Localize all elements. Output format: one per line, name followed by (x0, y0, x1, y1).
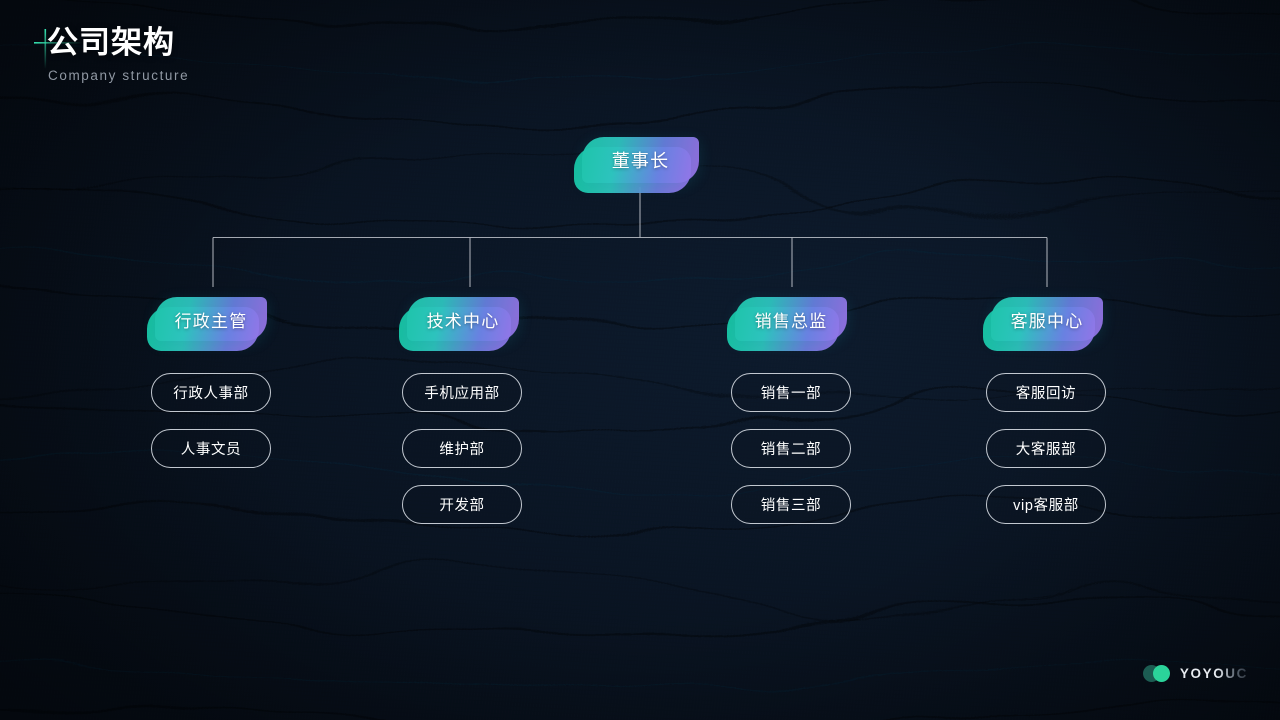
page-title: 公司架构 (47, 25, 175, 60)
org-leaf-label: 维护部 (439, 442, 485, 458)
page-header: 公司架构 Company structure (32, 24, 189, 83)
org-leaf-label: 销售三部 (760, 498, 822, 514)
org-leaf-label: 客服回访 (1015, 386, 1077, 402)
org-leaf-1-2[interactable]: 开发部 (402, 485, 522, 524)
org-node-label: 行政主管 (174, 311, 248, 331)
node-body: 销售总监 (735, 297, 847, 341)
org-node-label: 董事长 (611, 151, 670, 171)
org-node-label: 销售总监 (754, 311, 828, 331)
org-leaf-label: 销售一部 (760, 386, 822, 402)
org-leaf-label: vip客服部 (1013, 498, 1079, 514)
org-leaf-1-0[interactable]: 手机应用部 (402, 373, 522, 412)
org-leaf-2-1[interactable]: 销售二部 (731, 429, 851, 468)
org-node-label: 客服中心 (1010, 311, 1084, 331)
brand-logo: YOYOUC (1142, 665, 1248, 682)
node-body: 董事长 (582, 137, 699, 183)
node-body: 行政主管 (155, 297, 267, 341)
org-leaf-label: 人事文员 (180, 442, 242, 458)
org-leaf-label: 行政人事部 (173, 386, 249, 402)
page-subtitle: Company structure (48, 67, 190, 83)
org-leaf-0-0[interactable]: 行政人事部 (151, 373, 271, 412)
org-leaf-2-0[interactable]: 销售一部 (731, 373, 851, 412)
org-leaf-label: 手机应用部 (424, 386, 500, 402)
org-leaf-label: 大客服部 (1015, 442, 1077, 458)
two-circles-icon (1142, 665, 1171, 682)
node-body: 技术中心 (407, 297, 519, 341)
org-leaf-0-1[interactable]: 人事文员 (151, 429, 271, 468)
org-leaf-label: 销售二部 (760, 442, 822, 458)
org-leaf-2-2[interactable]: 销售三部 (731, 485, 851, 524)
org-leaf-1-1[interactable]: 维护部 (402, 429, 522, 468)
org-leaf-3-0[interactable]: 客服回访 (986, 373, 1106, 412)
logo-circle-right (1152, 665, 1170, 682)
org-leaf-label: 开发部 (439, 498, 485, 514)
org-node-label: 技术中心 (426, 311, 500, 331)
node-body: 客服中心 (991, 297, 1103, 341)
org-leaf-3-1[interactable]: 大客服部 (986, 429, 1106, 468)
org-leaf-3-2[interactable]: vip客服部 (986, 485, 1106, 524)
logo-wordmark: YOYOUC (1179, 666, 1248, 681)
